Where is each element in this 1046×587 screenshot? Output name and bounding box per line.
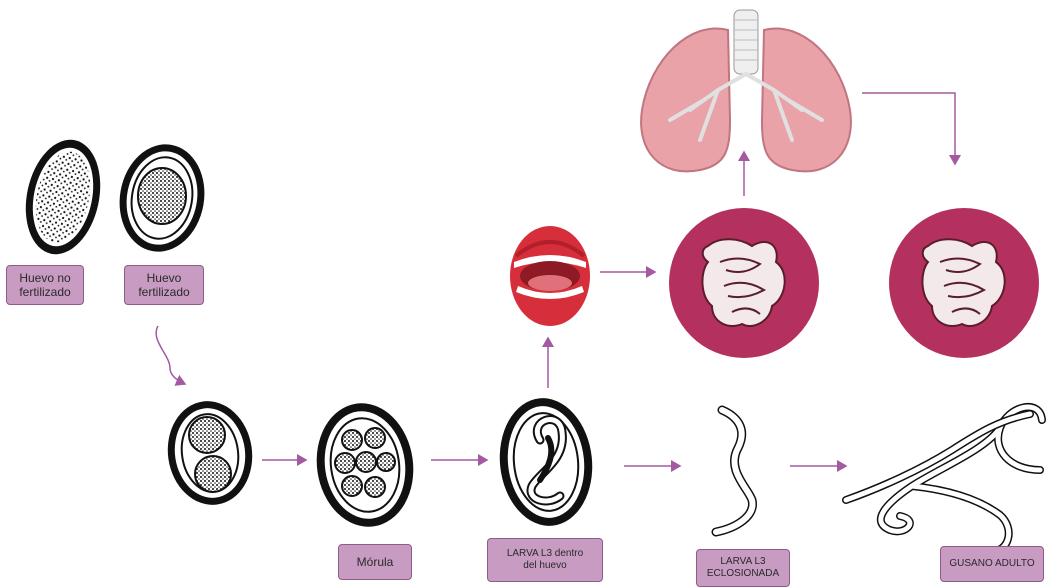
hatched-larva-icon	[716, 410, 753, 532]
label-adult-worm: GUSANO ADULTO	[940, 546, 1044, 582]
mouth-icon	[510, 226, 590, 326]
unfertilized-egg-icon	[16, 133, 111, 261]
label-larva-in-egg: LARVA L3 dentro del huevo	[487, 538, 603, 582]
intestine-icon	[669, 208, 819, 358]
fertilized-egg-icon	[111, 138, 212, 259]
adult-worm-icon	[846, 407, 1042, 552]
label-morula: Mórula	[338, 544, 412, 580]
larva-in-egg-icon	[494, 394, 599, 531]
arrow-fertilized-to-two-cell	[156, 326, 185, 384]
lungs-icon	[641, 10, 851, 171]
label-fertilized-egg: Huevo fertilizado	[124, 265, 204, 305]
two-cell-egg-icon	[161, 396, 259, 511]
label-hatched-larva: LARVA L3 ECLOSIONADA	[696, 549, 790, 587]
arrow-lungs-to-intestine	[862, 93, 955, 164]
morula-egg-icon	[309, 397, 421, 533]
intestine-icon	[889, 208, 1039, 358]
label-unfertilized-egg: Huevo no fertilizado	[6, 265, 84, 305]
